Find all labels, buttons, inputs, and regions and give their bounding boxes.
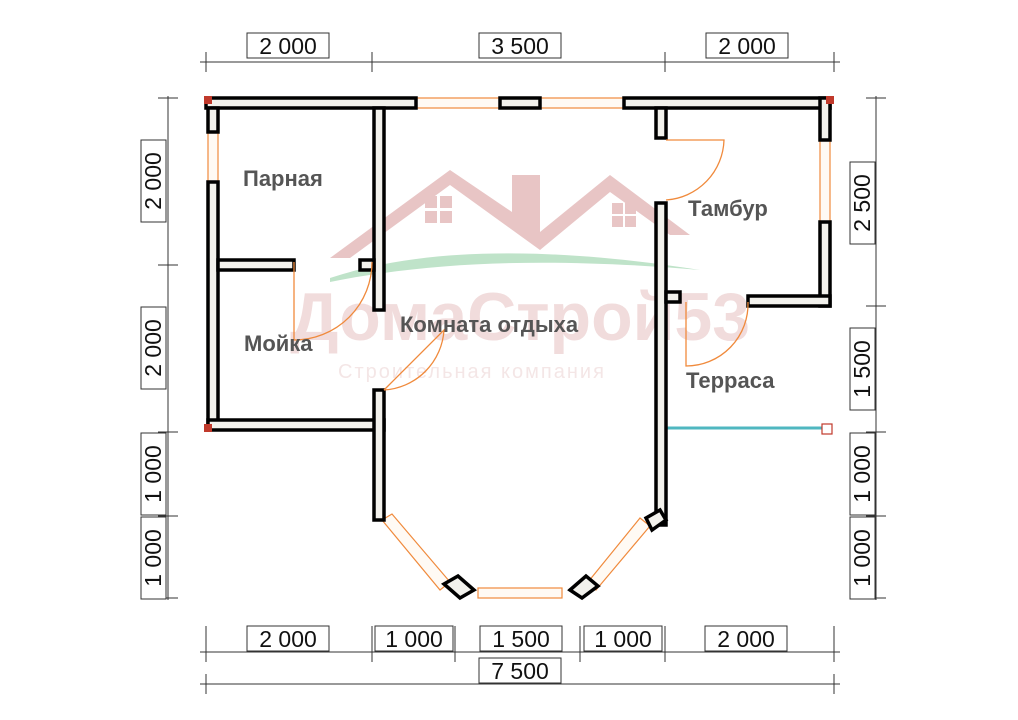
dim-top-3: 2 000 [718,33,776,59]
dimensions-top: 2 000 3 500 2 000 [246,32,789,59]
watermark-tagline: Строительная компания [338,361,606,383]
dimensions-bottom: 2 000 1 000 1 500 1 000 2 000 7 500 [246,625,788,684]
watermark-house-icon [330,170,690,258]
dim-right-2: 1 500 [849,340,875,398]
dim-right-3: 1 000 [849,445,875,503]
dim-left-4: 1 000 [140,529,166,587]
dim-left-2: 2 000 [140,319,166,377]
dim-bottom-2: 1 000 [385,626,443,652]
dimensions-left: 2 000 2 000 1 000 1 000 [140,139,167,600]
room-label-tambur: Тамбур [688,196,768,221]
room-label-terrasa: Терраса [686,368,775,393]
door-komnata [383,328,445,391]
dim-right-4: 1 000 [849,529,875,587]
room-label-parnaya: Парная [243,166,323,191]
dim-total: 7 500 [491,658,549,684]
windows [207,97,831,599]
dim-bottom-1: 2 000 [259,626,317,652]
room-labels: Парная Мойка Комната отдыха Тамбур Терра… [243,166,775,393]
dim-bottom-5: 2 000 [717,626,775,652]
dim-bottom-3: 1 500 [492,626,550,652]
doors [293,139,749,391]
room-label-moyka: Мойка [244,331,313,356]
watermark: ДомаСтрой53 Строительная компания [290,170,750,383]
room-label-komnata: Комната отдыха [400,312,579,337]
door-parnaya [293,261,373,341]
dimension-lines [158,52,886,694]
door-terrasa [685,301,749,367]
dim-top-2: 3 500 [491,33,549,59]
dim-top-1: 2 000 [259,33,317,59]
door-tambur [665,139,725,201]
dim-right-1: 2 500 [849,174,875,232]
corner-posts [204,96,834,435]
dimensions-right: 2 500 1 500 1 000 1 000 [849,161,876,600]
walls [204,96,832,601]
dim-left-3: 1 000 [140,445,166,503]
watermark-swoosh-icon [330,253,700,282]
dim-bottom-4: 1 000 [594,626,652,652]
dim-left-1: 2 000 [140,152,166,210]
